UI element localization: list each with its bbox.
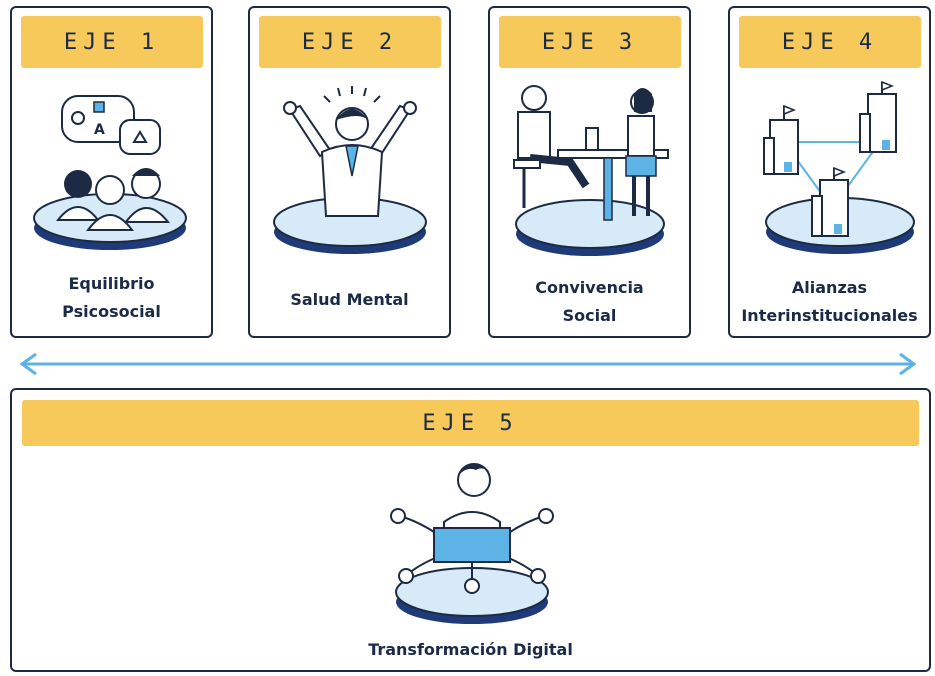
axis-tag-5: EJE 5 [22, 400, 919, 446]
person-with-laptop-network-icon [390, 463, 554, 624]
group-conversation-icon: A [33, 95, 187, 250]
axis-label-3: Convivencia Social [535, 278, 644, 325]
axis-tag-4: EJE 4 [739, 16, 921, 68]
axis-tag-1: EJE 1 [21, 16, 203, 68]
axis-card-4: EJE 4 Alianzas Interinstitucionales [728, 6, 931, 338]
double-arrow-icon [19, 352, 917, 376]
axis-card-1: EJE 1 A Equilibrio Psicosocial [10, 6, 213, 338]
two-people-at-cafe-table-icon [513, 85, 669, 256]
svg-text:A: A [94, 122, 105, 138]
axis-tag-2: EJE 2 [259, 16, 441, 68]
connected-buildings-icon [763, 80, 915, 254]
happy-person-arms-raised-icon [273, 86, 427, 254]
axis-label-1: Equilibrio Psicosocial [62, 274, 161, 321]
axis-label-2: Salud Mental [290, 290, 409, 309]
axis-card-5: EJE 5 Transformación Digital [10, 388, 931, 672]
axis-card-3: EJE 3 Convivencia Social [488, 6, 691, 338]
axis-label-5: Transformación Digital [368, 640, 573, 659]
axis-card-2: EJE 2 Salud Mental [248, 6, 451, 338]
axis-tag-3: EJE 3 [499, 16, 681, 68]
axis-label-4: Alianzas Interinstitucionales [741, 278, 918, 325]
